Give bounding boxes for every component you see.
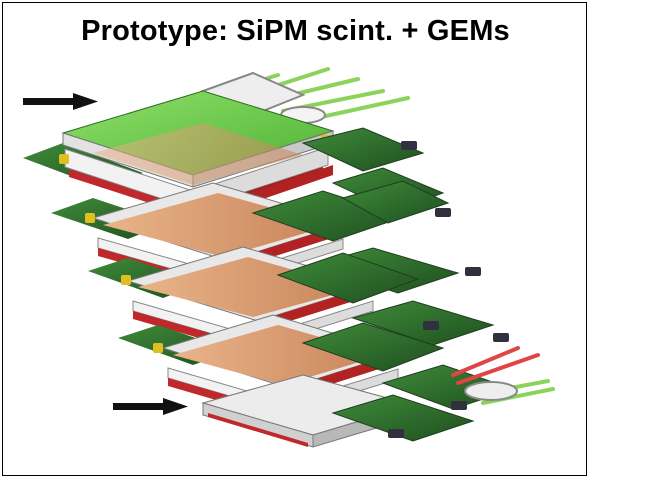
arrow-right-icon	[23, 93, 98, 110]
gem-bottom-plate	[201, 374, 475, 448]
figure-frame: Prototype: SiPM scint. + GEMs	[2, 2, 587, 476]
fiber-bundle-bottom	[451, 346, 555, 405]
figure-title: Prototype: SiPM scint. + GEMs	[81, 15, 510, 47]
prototype-illustration	[23, 67, 555, 448]
arrow-right-icon	[113, 398, 188, 415]
